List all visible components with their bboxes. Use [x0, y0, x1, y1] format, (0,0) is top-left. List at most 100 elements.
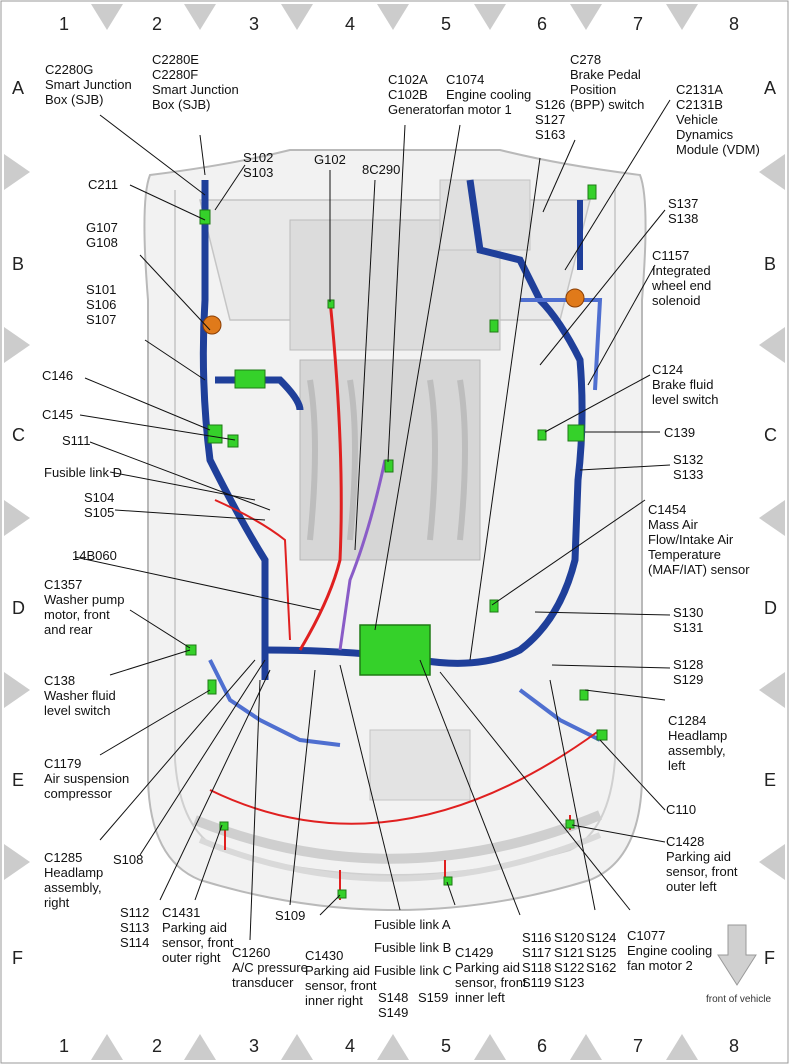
col-6-top: 6 [536, 14, 547, 34]
col-3-top: 3 [248, 14, 259, 34]
col-2-bottom: 2 [151, 1036, 162, 1056]
label-c124: C124 Brake fluid level switch [652, 362, 719, 407]
front-of-vehicle-label: front of vehicle [706, 994, 772, 1005]
label-s112: S112 S113 S114 [120, 905, 150, 950]
label-s120: S120 S121 S122 S123 [554, 930, 585, 990]
col-2-top: 2 [151, 14, 162, 34]
border-triangle-bottom [91, 1034, 123, 1060]
label-c1431: C1431 Parking aid sensor, front outer ri… [162, 905, 234, 965]
vehicle-body [143, 149, 647, 911]
row-b-right: B [764, 254, 777, 274]
label-s137: S137 S138 [668, 196, 699, 226]
label-8c290: 8C290 [362, 162, 401, 177]
front-arrow-icon [717, 924, 757, 986]
label-c145: C145 [42, 407, 74, 422]
label-c1074: C1074 Engine cooling fan motor 1 [446, 72, 532, 117]
label-g107: G107 G108 [86, 220, 118, 250]
col-5-top: 5 [440, 14, 451, 34]
label-c146: C146 [42, 368, 74, 383]
label-c139: C139 [664, 425, 696, 440]
row-a-left: A [12, 78, 25, 98]
col-8-bottom: 8 [728, 1036, 739, 1056]
row-c-left: C [12, 425, 25, 445]
row-e-left: E [12, 770, 25, 790]
border-triangle-top [666, 4, 698, 30]
row-f-left: F [12, 948, 23, 968]
label-c2131: C2131A C2131B Vehicle Dynamics Module (V… [676, 82, 760, 157]
border-triangle-top [184, 4, 216, 30]
label-c1077: C1077 Engine cooling fan motor 2 [627, 928, 713, 973]
border-triangle-left [4, 672, 30, 708]
label-g102: G102 [314, 152, 346, 167]
label-c1284: C1284 Headlamp assembly, left [668, 713, 728, 773]
label-c211: C211 [88, 177, 119, 192]
label-c1430: C1430 Parking aid sensor, front inner ri… [305, 948, 377, 1008]
label-s148: S148 S149 [378, 990, 409, 1020]
label-c1357: C1357 Washer pump motor, front and rear [44, 577, 125, 637]
label-c278: C278 Brake Pedal Position (BPP) switch [570, 52, 645, 112]
row-f-right: F [764, 948, 775, 968]
border-grid-markers [4, 4, 785, 1060]
border-triangle-bottom [570, 1034, 602, 1060]
row-c-right: C [764, 425, 777, 445]
col-8-top: 8 [728, 14, 739, 34]
border-triangle-right [759, 154, 785, 190]
border-triangle-top [281, 4, 313, 30]
col-5-bottom: 5 [440, 1036, 451, 1056]
sjb-box [359, 624, 431, 676]
row-e-right: E [764, 770, 777, 790]
col-1-bottom: 1 [58, 1036, 69, 1056]
border-triangle-left [4, 154, 30, 190]
col-7-top: 7 [632, 14, 643, 34]
border-triangle-right [759, 327, 785, 363]
col-4-top: 4 [344, 14, 355, 34]
row-a-right: A [764, 78, 777, 98]
label-c1179: C1179 Air suspension compressor [44, 756, 130, 801]
label-s102: S102 S103 [243, 150, 274, 180]
border-triangle-right [759, 672, 785, 708]
label-s128: S128 S129 [673, 657, 704, 687]
label-c1157: C1157 Integrated wheel end solenoid [652, 248, 712, 308]
label-14b060: 14B060 [72, 548, 117, 563]
border-triangle-bottom [666, 1034, 698, 1060]
border-triangle-bottom [377, 1034, 409, 1060]
label-c110: C110 [666, 802, 697, 817]
col-3-bottom: 3 [248, 1036, 259, 1056]
col-4-bottom: 4 [344, 1036, 355, 1056]
connectors [185, 184, 608, 899]
label-c1429: C1429 Parking aid sensor, front inner le… [455, 945, 527, 1005]
label-s124: S124 S125 S162 [586, 930, 617, 975]
label-s101: S101 S106 S107 [86, 282, 117, 327]
border-triangle-left [4, 844, 30, 880]
border-triangle-top [474, 4, 506, 30]
col-6-bottom: 6 [536, 1036, 547, 1056]
border-triangle-right [759, 500, 785, 536]
label-c1428: C1428 Parking aid sensor, front outer le… [666, 834, 738, 894]
label-c1260: C1260 A/C pressure transducer [232, 945, 308, 990]
border-triangle-bottom [474, 1034, 506, 1060]
label-c138: C138 Washer fluid level switch [44, 673, 116, 718]
col-7-bottom: 7 [632, 1036, 643, 1056]
label-c102a: C102A C102B Generator [388, 72, 447, 117]
row-d-left: D [12, 598, 25, 618]
row-d-right: D [764, 598, 777, 618]
label-s109: S109 [275, 908, 306, 923]
label-s159: S159 [418, 990, 449, 1005]
label-fusible-link-b: Fusible link B [374, 940, 452, 955]
border-triangle-left [4, 327, 30, 363]
label-fusible-link-c: Fusible link C [374, 963, 453, 978]
label-s130: S130 S131 [673, 605, 704, 635]
label-s104: S104 S105 [84, 490, 115, 520]
label-fusible-link-a: Fusible link A [374, 917, 451, 932]
border-triangle-bottom [184, 1034, 216, 1060]
label-c2280e: C2280E C2280F Smart Junction Box (SJB) [152, 52, 239, 112]
label-s111: S111 [62, 433, 91, 448]
border-triangle-bottom [281, 1034, 313, 1060]
border-triangle-left [4, 500, 30, 536]
label-fusible-link-d: Fusible link D [44, 465, 123, 480]
label-c1454: C1454 Mass Air Flow/Intake Air Temperatu… [648, 502, 750, 577]
row-b-left: B [12, 254, 25, 274]
col-1-top: 1 [58, 14, 69, 34]
border-triangle-right [759, 844, 785, 880]
